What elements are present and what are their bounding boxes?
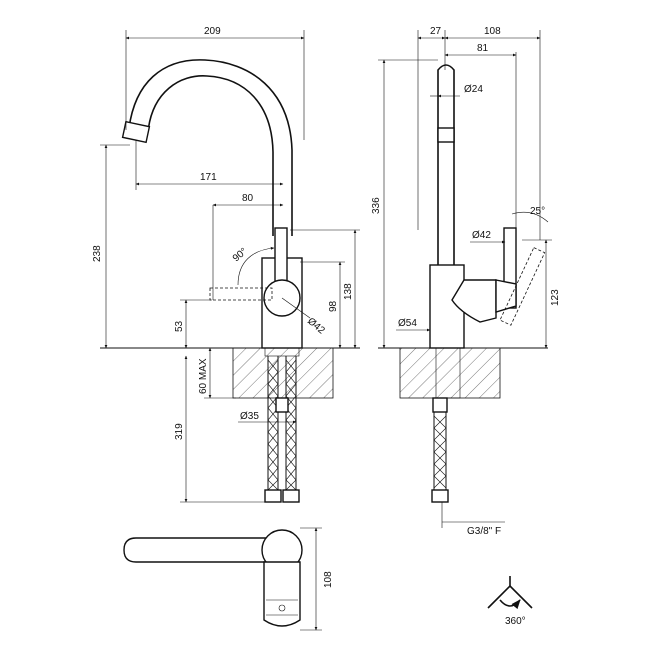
side-spout	[437, 64, 455, 269]
dim-lever-angle: 25°	[530, 206, 545, 217]
front-lever-rotated	[209, 287, 273, 301]
dim-lever-rotation: 90°	[231, 246, 250, 264]
side-aerator	[437, 127, 455, 143]
dim-lever-offset: 80	[242, 193, 254, 204]
swivel-symbol: 360°	[487, 576, 533, 627]
dim-connection-thread: G3/8" F	[467, 526, 501, 537]
dim-spout-reach: 171	[200, 172, 217, 183]
front-aerator	[121, 120, 151, 144]
side-dimensions	[378, 30, 552, 528]
front-view: 209 171 80 90° 238 138 98 Ø42 53 60 MAX …	[92, 26, 360, 503]
side-counter-section	[399, 347, 501, 399]
side-cartridge	[451, 279, 497, 323]
top-spout	[123, 537, 285, 563]
top-lever	[263, 561, 301, 627]
dim-height-spout-outlet: 238	[92, 245, 103, 262]
front-counter-section	[232, 347, 334, 399]
dim-base-height: 53	[174, 320, 185, 332]
side-shank	[435, 347, 461, 399]
side-lever-tilted	[499, 247, 546, 326]
swivel-icon	[487, 584, 533, 609]
dim-hose-length: 319	[174, 423, 185, 440]
dim-lever-height: 123	[550, 289, 561, 306]
dim-depth-overall: 108	[484, 26, 501, 37]
front-base-nut	[264, 347, 300, 357]
side-hose	[431, 397, 449, 503]
dim-body-diameter: Ø42	[305, 316, 327, 337]
front-rotation-arc	[237, 246, 275, 286]
dim-shank-diameter: Ø35	[240, 411, 259, 422]
swivel-angle: 360°	[505, 616, 526, 627]
front-lever	[274, 227, 288, 289]
dim-base-diameter: Ø54	[398, 318, 417, 329]
dim-counter-thickness: 60 MAX	[198, 358, 209, 394]
dim-width-overall: 209	[204, 26, 221, 37]
dim-spout-projection: 81	[477, 43, 489, 54]
side-view: 27 108 81 Ø24 336 25° Ø42 123 Ø54 G3/8" …	[371, 26, 561, 537]
dim-top-depth: 108	[323, 571, 334, 588]
front-spout-outer	[127, 59, 293, 236]
dim-height-lever-top: 138	[343, 283, 354, 300]
dim-height-overall: 336	[371, 197, 382, 214]
top-view: 108	[123, 527, 334, 631]
front-hoses	[264, 356, 300, 503]
front-shank-nut	[275, 397, 289, 413]
front-dimensions	[100, 30, 360, 503]
front-spout-inner	[147, 75, 274, 236]
dim-spout-diameter: Ø24	[464, 84, 483, 95]
dim-offset-back: 27	[430, 26, 442, 37]
dim-side-body-diameter: Ø42	[472, 230, 491, 241]
dim-height-lever-center: 98	[328, 300, 339, 312]
side-lever-base	[495, 279, 517, 313]
